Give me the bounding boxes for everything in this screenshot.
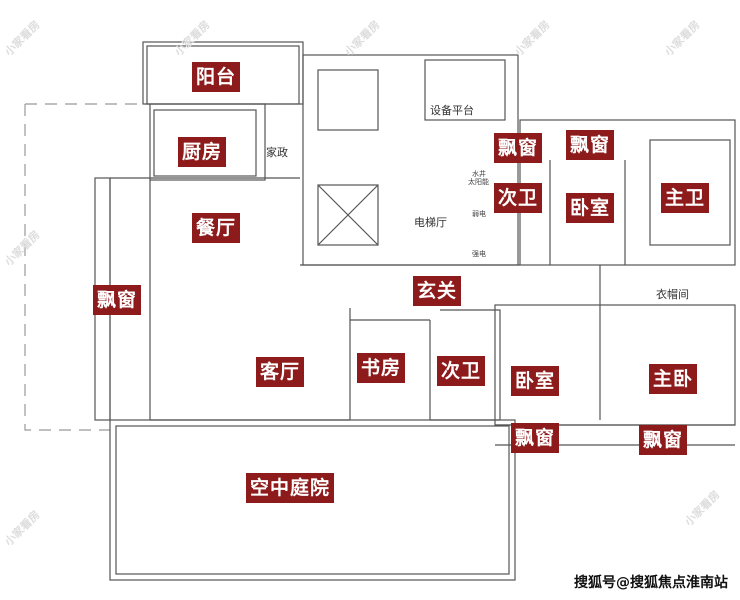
- room-label-bay-window-top2: 飘窗: [566, 130, 615, 160]
- room-label-bedroom-lower: 卧室: [511, 366, 560, 396]
- room-label-elevator-hall: 电梯厅: [414, 216, 447, 229]
- room-label-study: 书房: [357, 353, 406, 383]
- room-label-dining: 餐厅: [192, 213, 241, 243]
- room-label-master-bedroom: 主卧: [649, 364, 698, 394]
- room-label-bay-window-bottom1: 飘窗: [511, 423, 560, 453]
- shaft-strong: 强电: [472, 250, 486, 258]
- room-label-bay-window-top1: 飘窗: [494, 133, 543, 163]
- source-credit: 搜狐号@搜狐焦点淮南站: [574, 575, 728, 591]
- room-label-foyer: 玄关: [413, 276, 462, 306]
- room-label-bay-window-left: 飘窗: [93, 285, 142, 315]
- shaft-weak: 弱电: [472, 210, 486, 218]
- room-label-bay-window-bottom2: 飘窗: [639, 425, 688, 455]
- room-label-bathroom-lower: 次卫: [437, 356, 486, 386]
- room-label-balcony: 阳台: [192, 62, 241, 92]
- room-label-living: 客厅: [256, 357, 305, 387]
- room-label-housekeeping: 家政: [266, 146, 288, 159]
- room-label-bathroom-upper: 次卫: [494, 183, 543, 213]
- room-label-cloakroom: 衣帽间: [656, 288, 689, 301]
- room-label-master-bath: 主卫: [661, 183, 710, 213]
- shaft-water: 水井: [472, 170, 486, 178]
- room-label-sky-garden: 空中庭院: [246, 473, 335, 503]
- room-label-kitchen: 厨房: [178, 137, 227, 167]
- room-label-bedroom-upper: 卧室: [566, 193, 615, 223]
- room-label-equipment-platform: 设备平台: [430, 104, 474, 117]
- shaft-solar: 太阳能: [468, 178, 489, 186]
